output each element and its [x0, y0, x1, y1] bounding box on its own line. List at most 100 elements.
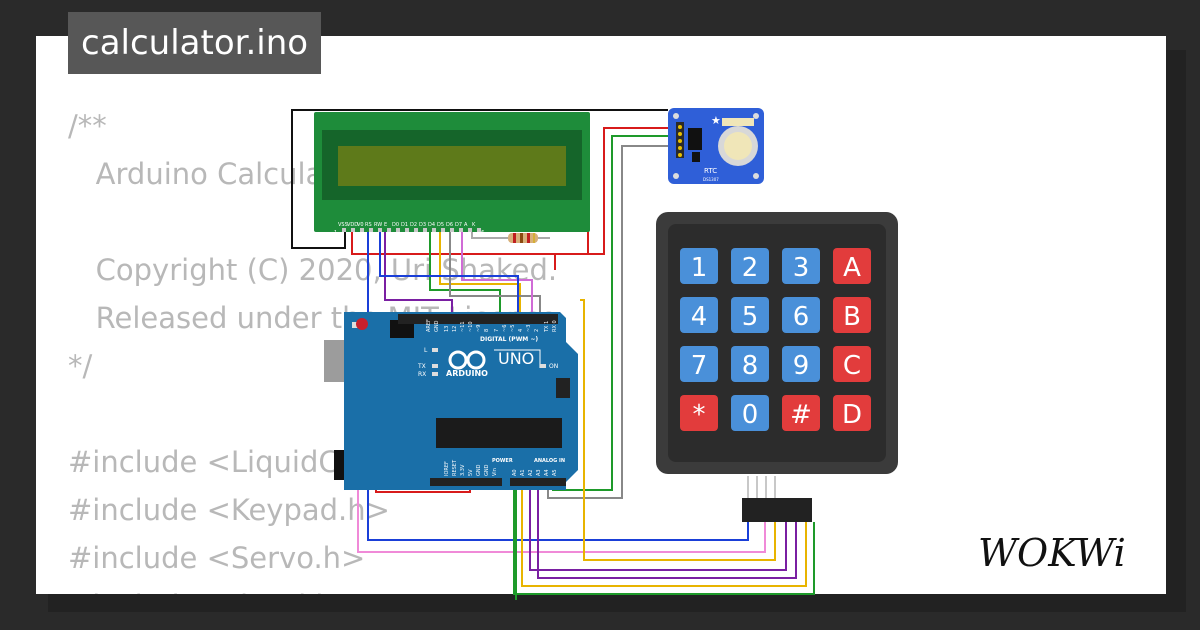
lcd-pin-label: RS: [365, 222, 372, 228]
resistor[interactable]: [500, 233, 550, 243]
keypad-key-label: 7: [691, 351, 708, 381]
analog-pin-label: A5: [552, 469, 558, 476]
wire-keypad-6[interactable]: [513, 478, 815, 595]
digital-pin-label: TX 1: [544, 321, 550, 333]
keypad-key[interactable]: C: [833, 346, 871, 382]
keypad-key[interactable]: 4: [680, 297, 718, 333]
keypad-key[interactable]: 9: [782, 346, 820, 382]
wire-rtc-sda[interactable]: [552, 135, 668, 491]
analog-pin-label: A1: [520, 469, 526, 476]
keypad-key-label: 3: [793, 253, 810, 283]
lcd-pin-label: D2: [410, 222, 417, 228]
power-pin-label: GND: [476, 464, 482, 476]
wire-lcd-d4[interactable]: [429, 228, 501, 318]
keypad-key[interactable]: D: [833, 395, 871, 431]
lcd-pin-label: D4: [428, 222, 435, 228]
rtc-module[interactable]: ★ RTC DS1307: [668, 108, 764, 184]
code-line: #include <Servo.h>: [68, 541, 366, 575]
keypad-key[interactable]: 1: [680, 248, 718, 284]
wire-rtc-scl[interactable]: [547, 145, 668, 499]
lcd-pin-label: VDD: [347, 222, 358, 228]
wire-keypad-3[interactable]: [529, 478, 787, 571]
power-pin-label: IOREF: [444, 461, 450, 476]
wokwi-logo: WOKWi: [978, 531, 1126, 575]
keypad-key[interactable]: 6: [782, 297, 820, 333]
arduino-uno[interactable]: AREF GND 13 12 ~11 ~10 ~9 8 7 ~6 ~5 4 ~3…: [324, 312, 578, 490]
rtc-chip-label: DS1307: [703, 177, 719, 182]
keypad-key-cap: [782, 395, 820, 431]
file-title-tab[interactable]: calculator.ino: [68, 12, 322, 74]
digital-pin-label: AREF: [426, 319, 432, 332]
lcd-pin-label: D5: [437, 222, 444, 228]
keypad-key[interactable]: 2: [731, 248, 769, 284]
lcd-pin-label: A: [464, 222, 468, 228]
lcd-pin-label: E: [384, 222, 387, 228]
power-header: [430, 478, 502, 486]
digital-pin-label: 12: [452, 326, 458, 332]
digital-pin-label: 13: [444, 326, 450, 332]
keypad-key[interactable]: A: [833, 248, 871, 284]
digital-header: [398, 314, 558, 324]
lcd-pin-label: D7: [455, 222, 462, 228]
lcd-pin-label: D1: [401, 222, 408, 228]
wire-keypad-2[interactable]: [580, 299, 776, 561]
code-line: #include <LiquidCr: [68, 445, 351, 479]
digital-header-label: DIGITAL (PWM ~): [480, 336, 538, 343]
keypad-key[interactable]: 8: [731, 346, 769, 382]
wire-keypad-4[interactable]: [537, 478, 797, 579]
digital-pin-label: ~11: [460, 321, 466, 332]
keypad-key[interactable]: B: [833, 297, 871, 333]
wire-lcd-v0[interactable]: [379, 228, 519, 318]
lcd-display[interactable]: VSS VDD V0 RS RW E D0 D1 D2 D3 D4 D5 D6 …: [314, 112, 590, 236]
digital-pin-label: GND: [434, 320, 440, 332]
led-label-tx: TX: [417, 363, 426, 370]
keypad-key-label: 8: [742, 351, 759, 381]
keypad-key-cap: [833, 395, 871, 431]
board-leds: L TX RX: [417, 347, 438, 378]
keypad-key-label: 5: [742, 302, 759, 332]
keypad-key-cap: [782, 297, 820, 333]
wire-lcd-d7[interactable]: [461, 228, 533, 318]
lcd-pin-label: K: [472, 222, 476, 228]
keypad-key[interactable]: 5: [731, 297, 769, 333]
keypad-key-cap: [731, 395, 769, 431]
keypad-key[interactable]: 7: [680, 346, 718, 382]
keypad-key-cap: [782, 346, 820, 382]
wire-lcd-d5[interactable]: [439, 228, 521, 318]
code-line: /**: [68, 109, 107, 143]
keypad-key-cap: [833, 248, 871, 284]
keypad-key-cap: [680, 395, 718, 431]
digital-pin-label: RX 0: [552, 320, 558, 332]
keypad-key-label: 4: [691, 302, 708, 332]
power-header-label: POWER: [492, 458, 513, 464]
keypad-connector: [742, 498, 812, 522]
wire-lcd-gnd[interactable]: [291, 109, 668, 249]
rtc-label: RTC: [704, 167, 717, 175]
wire-keypad-5[interactable]: [521, 478, 807, 587]
keypad-key-cap: [680, 346, 718, 382]
analog-pin-labels: A0 A1 A2 A3 A4 A5: [512, 469, 558, 476]
analog-pin-label: A0: [512, 469, 518, 476]
keypad-key[interactable]: 3: [782, 248, 820, 284]
wire-lcd-e[interactable]: [384, 228, 453, 318]
keypad-key[interactable]: 0: [731, 395, 769, 431]
lcd-pin-label: D0: [392, 222, 399, 228]
keypad-key-label: 2: [742, 253, 759, 283]
power-pin-label: RESET: [452, 459, 458, 476]
keypad-key-label: 9: [793, 351, 810, 381]
power-pin-label: Vin: [492, 468, 498, 476]
keypad-key-cap: [833, 346, 871, 382]
keypad-key-cap: [731, 248, 769, 284]
keypad-key-label: A: [843, 253, 861, 283]
arduino-model: UNO: [498, 349, 534, 368]
wire-lcd-d6[interactable]: [449, 228, 541, 318]
keypad-key[interactable]: #: [782, 395, 820, 431]
keypad-key[interactable]: *: [680, 395, 718, 431]
wire-rtc-5v[interactable]: [554, 127, 668, 270]
power-pin-label: GND: [484, 464, 490, 476]
digital-pin-label: 8: [484, 329, 490, 332]
logo-text: WOKWi: [978, 531, 1126, 575]
keypad-key-label: D: [842, 400, 862, 430]
